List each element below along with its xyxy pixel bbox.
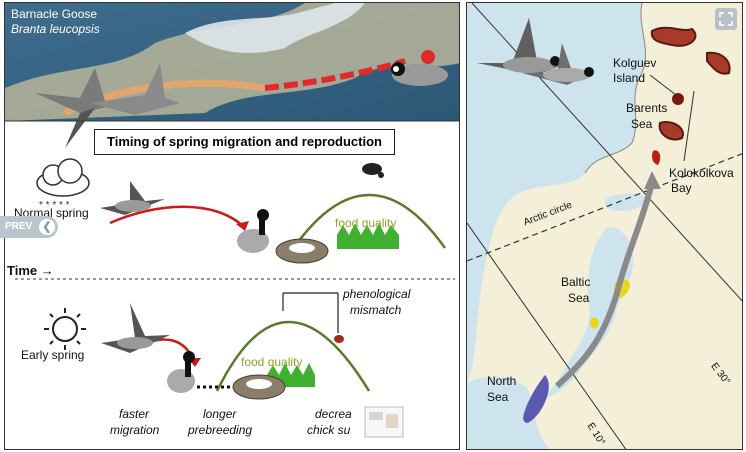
staging-area-baltic-2: [590, 317, 599, 329]
north-sea-label-line1: North: [487, 374, 517, 388]
faster-label-line1: faster: [119, 407, 150, 421]
kolguev-breeding-site: [672, 93, 684, 105]
kolokolkova-bay-site: [652, 150, 661, 165]
prev-button-label: PREV: [5, 221, 33, 232]
white-sea-water: [604, 193, 649, 211]
left-panel: * * * * *: [4, 2, 460, 450]
baltic-label-line2: Sea: [568, 291, 590, 305]
flying-goose-early: [101, 303, 170, 353]
food-quality-label-bottom: food quality: [241, 355, 303, 369]
north-sea-label-line2: Sea: [487, 390, 509, 404]
species-common-name: Barnacle Goose: [11, 7, 98, 21]
breeding-area-east: [706, 51, 731, 75]
kolguev-label-line2: Island: [613, 71, 646, 85]
kolokolkova-label-line1: Kolokolkova: [669, 166, 734, 180]
chick-icon: [334, 335, 344, 343]
fullscreen-button[interactable]: [715, 8, 737, 30]
normal-migration-arrow: [109, 205, 246, 229]
kolokolkova-label-line2: Bay: [671, 181, 692, 195]
food-quality-label-top: food quality: [335, 216, 397, 230]
cloud-icon: * * * * *: [36, 158, 90, 211]
prev-button[interactable]: PREV ❮: [0, 216, 58, 238]
north-sea-water: [467, 376, 551, 449]
chevron-left-icon: ❮: [39, 219, 55, 235]
banner-geese: [35, 62, 448, 148]
species-latin-name: Branta leucopsis: [11, 22, 100, 36]
standing-goose-normal: [237, 209, 269, 253]
standing-goose-early: [167, 351, 195, 393]
flying-goose-normal: [100, 181, 165, 215]
right-map: [467, 3, 742, 449]
barents-label-line1: Barents: [626, 101, 668, 115]
decreased-label-line1: decrea: [315, 407, 352, 421]
decreased-label-line2: chick su: [307, 423, 351, 437]
migration-route-arrow: [554, 182, 655, 389]
time-label: Time →: [7, 263, 54, 278]
early-spring-label: Early spring: [21, 348, 85, 362]
baltic-label-line1: Baltic: [561, 275, 591, 289]
right-panel: Kolguev Island Barents Sea Kolokolkova B…: [466, 2, 743, 450]
breeding-area-novaya-zemlya: [650, 26, 697, 47]
breeding-area-pechora: [658, 121, 684, 141]
goose-on-hill-icon: [362, 163, 384, 178]
sun-icon: [44, 308, 86, 350]
mismatch-label-line1: phenological: [343, 287, 411, 301]
barents-label-line2: Sea: [631, 117, 653, 131]
food-quality-curve-normal: [293, 193, 447, 249]
map-flying-geese: [477, 18, 594, 85]
snow-cover: [185, 3, 365, 53]
kolguev-label-line1: Kolguev: [613, 56, 657, 70]
longer-label-line2: prebreeding: [188, 423, 253, 437]
food-quality-curve-early: [215, 320, 371, 392]
faster-label-line2: migration: [110, 423, 160, 437]
longer-label-line1: longer: [203, 407, 237, 421]
wintering-area-north-sea: [523, 375, 549, 423]
timing-title: Timing of spring migration and reproduct…: [94, 129, 395, 155]
mismatch-label-line2: mismatch: [350, 303, 402, 317]
breeding-site-marker: [421, 50, 435, 64]
meridian-e10: [467, 222, 627, 449]
barents-norwegian-sea: [467, 3, 646, 383]
expand-icon: [719, 12, 733, 26]
left-illustration: * * * * *: [5, 3, 459, 438]
svg-text:* * * * *: * * * * *: [39, 200, 70, 211]
baltic-sea-water: [537, 227, 634, 401]
grass-icon-top: [337, 223, 399, 249]
